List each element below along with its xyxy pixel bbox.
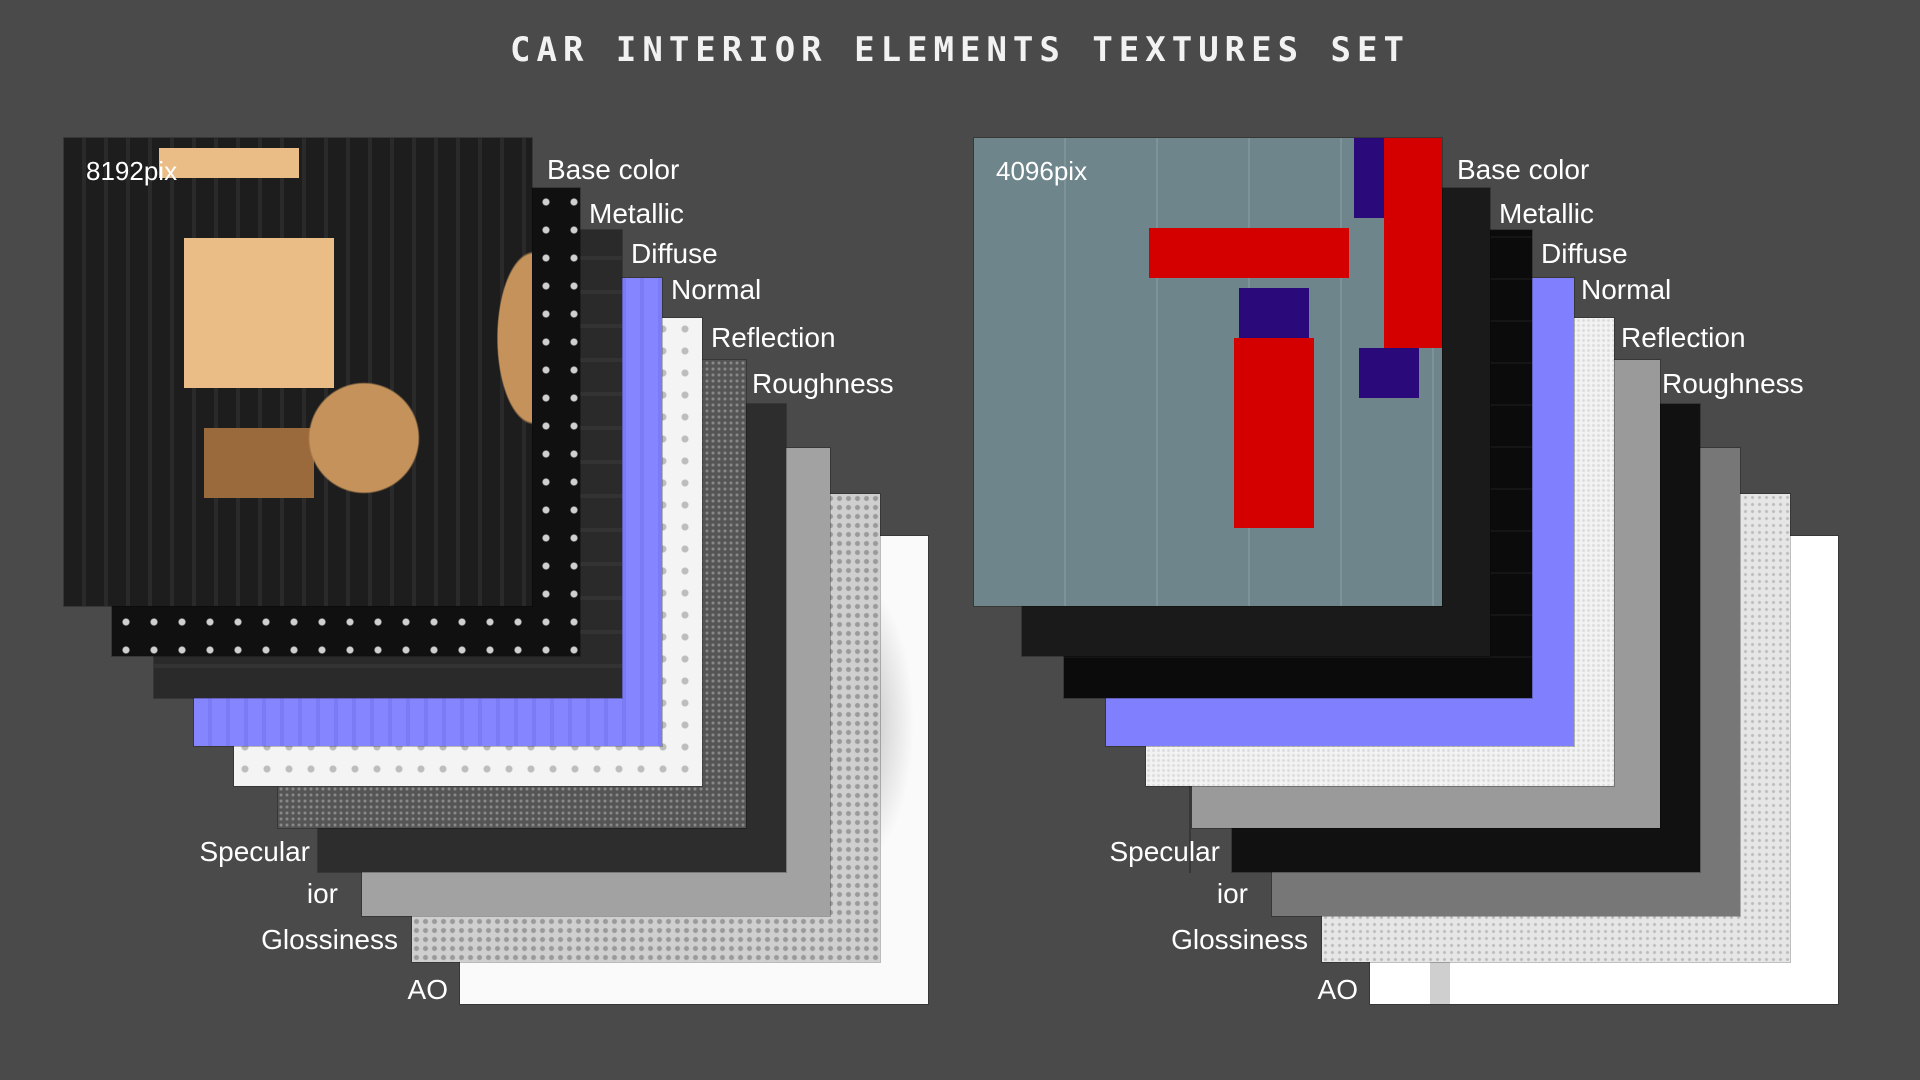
label-roughness: Roughness [1662, 368, 1804, 399]
label-specular: Specular [199, 836, 310, 867]
base-color-texture-layer: 8192pix [64, 138, 532, 606]
label-glossiness: Glossiness [261, 924, 398, 955]
page-title: CAR INTERIOR ELEMENTS TEXTURES SET [510, 30, 1410, 70]
label-metallic: Metallic [1499, 198, 1594, 229]
label-reflection: Reflection [711, 322, 836, 353]
label-normal: Normal [671, 274, 762, 305]
label-glossiness: Glossiness [1171, 924, 1308, 955]
label-ao: AO [407, 974, 448, 1005]
label-ior: ior [306, 878, 338, 909]
label-roughness: Roughness [752, 368, 894, 399]
label-ao: AO [1317, 974, 1358, 1005]
resolution-label: 4096pix [996, 156, 1088, 186]
label-metallic: Metallic [589, 198, 684, 229]
label-diffuse: Diffuse [631, 238, 718, 269]
label-normal: Normal [1581, 274, 1672, 305]
label-reflection: Reflection [1621, 322, 1746, 353]
resolution-label: 8192pix [86, 156, 178, 186]
base-color-texture-layer: 4096pix [974, 138, 1442, 606]
label-ior: ior [1216, 878, 1248, 909]
label-base-color: Base color [1457, 154, 1590, 185]
label-specular: Specular [1109, 836, 1220, 867]
label-base-color: Base color [547, 154, 680, 185]
label-diffuse: Diffuse [1541, 238, 1628, 269]
